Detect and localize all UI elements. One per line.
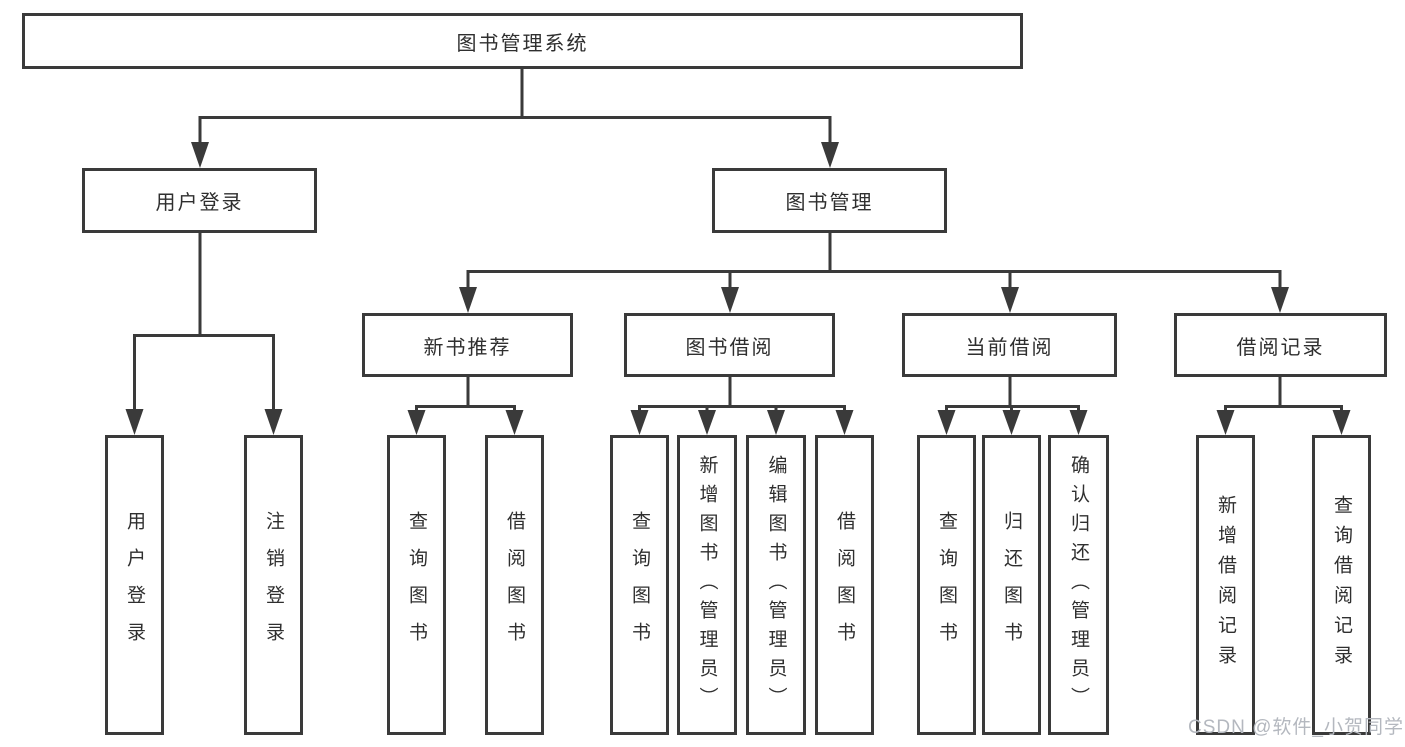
- arrowhead-icon: [459, 287, 477, 313]
- arrowhead-icon: [1216, 410, 1235, 435]
- edge-new-book-rec-to-leaves: [407, 377, 524, 435]
- edge-book-mgmt-to-level3: [459, 233, 1289, 313]
- node-root-label: 图书管理系统: [456, 32, 589, 55]
- node-current-borrow: 当前借阅: [902, 313, 1117, 377]
- node-leaf-edit-book: 编辑图书（管理员）: [746, 435, 806, 735]
- node-leaf-logout-label: 注销登录: [263, 511, 284, 659]
- node-leaf-borrow-book-1: 借阅图书: [485, 435, 544, 735]
- arrowhead-icon: [264, 409, 283, 435]
- arrowhead-icon: [1069, 410, 1088, 435]
- node-leaf-return-book: 归还图书: [982, 435, 1041, 735]
- arrowhead-icon: [1332, 410, 1351, 435]
- arrowhead-icon: [407, 410, 426, 435]
- arrowhead-icon: [505, 410, 524, 435]
- node-leaf-confirm-return-label: 确认归还（管理员）: [1068, 454, 1089, 716]
- node-user-login: 用户登录: [82, 168, 317, 233]
- node-leaf-edit-book-label: 编辑图书（管理员）: [765, 454, 787, 716]
- node-leaf-borrow-book-2: 借阅图书: [815, 435, 874, 735]
- arrowhead-icon: [191, 142, 209, 168]
- node-current-borrow-label: 当前借阅: [965, 336, 1054, 359]
- arrowhead-icon: [767, 410, 785, 435]
- node-user-login-label: 用户登录: [155, 192, 244, 214]
- node-leaf-confirm-return: 确认归还（管理员）: [1048, 435, 1109, 735]
- arrowhead-icon: [721, 287, 739, 313]
- node-leaf-borrow-book-1-label: 借阅图书: [504, 511, 525, 659]
- arrowhead-icon: [1001, 287, 1019, 313]
- node-borrow-records: 借阅记录: [1174, 313, 1387, 377]
- node-new-book-rec: 新书推荐: [362, 313, 573, 377]
- node-leaf-query-book-3: 查询图书: [917, 435, 976, 735]
- node-borrow-records-label: 借阅记录: [1236, 336, 1325, 359]
- arrowhead-icon: [821, 142, 839, 168]
- node-book-borrow-label: 图书借阅: [685, 336, 774, 359]
- edge-book-borrow-to-leaves: [630, 377, 854, 435]
- csdn-watermark: CSDN @软件_小贺同学: [1188, 717, 1404, 738]
- node-leaf-user-login: 用户登录: [105, 435, 164, 735]
- arrowhead-icon: [630, 410, 649, 435]
- arrowhead-icon: [1271, 287, 1289, 313]
- node-leaf-borrow-book-2-label: 借阅图书: [834, 511, 855, 659]
- node-leaf-add-book-label: 新增图书（管理员）: [696, 454, 718, 716]
- edge-borrow-records-to-leaves: [1216, 377, 1351, 435]
- edge-current-borrow-to-leaves: [937, 377, 1088, 435]
- arrowhead-icon: [937, 410, 956, 435]
- node-leaf-add-record: 新增借阅记录: [1196, 435, 1255, 735]
- node-leaf-logout: 注销登录: [244, 435, 303, 735]
- node-leaf-query-book-2-label: 查询图书: [629, 511, 650, 659]
- node-leaf-query-record-label: 查询借阅记录: [1331, 495, 1352, 675]
- node-new-book-rec-label: 新书推荐: [423, 336, 512, 359]
- edge-root-to-level2: [191, 69, 839, 168]
- node-leaf-user-login-label: 用户登录: [124, 511, 145, 659]
- node-book-mgmt: 图书管理: [712, 168, 947, 233]
- node-leaf-add-record-label: 新增借阅记录: [1215, 495, 1236, 675]
- node-book-borrow: 图书借阅: [624, 313, 835, 377]
- node-book-mgmt-label: 图书管理: [785, 192, 874, 214]
- node-leaf-query-book-3-label: 查询图书: [936, 511, 957, 659]
- node-leaf-query-book-1-label: 查询图书: [406, 511, 427, 659]
- arrowhead-icon: [125, 409, 144, 435]
- node-leaf-return-book-label: 归还图书: [1001, 511, 1022, 659]
- node-leaf-query-record: 查询借阅记录: [1312, 435, 1371, 735]
- node-leaf-query-book-2: 查询图书: [610, 435, 669, 735]
- node-root: 图书管理系统: [22, 13, 1023, 69]
- arrowhead-icon: [698, 410, 716, 435]
- node-leaf-add-book: 新增图书（管理员）: [677, 435, 737, 735]
- node-leaf-query-book-1: 查询图书: [387, 435, 446, 735]
- arrowhead-icon: [835, 410, 854, 435]
- arrowhead-icon: [1002, 410, 1021, 435]
- edge-user-login-to-leaves: [125, 233, 283, 435]
